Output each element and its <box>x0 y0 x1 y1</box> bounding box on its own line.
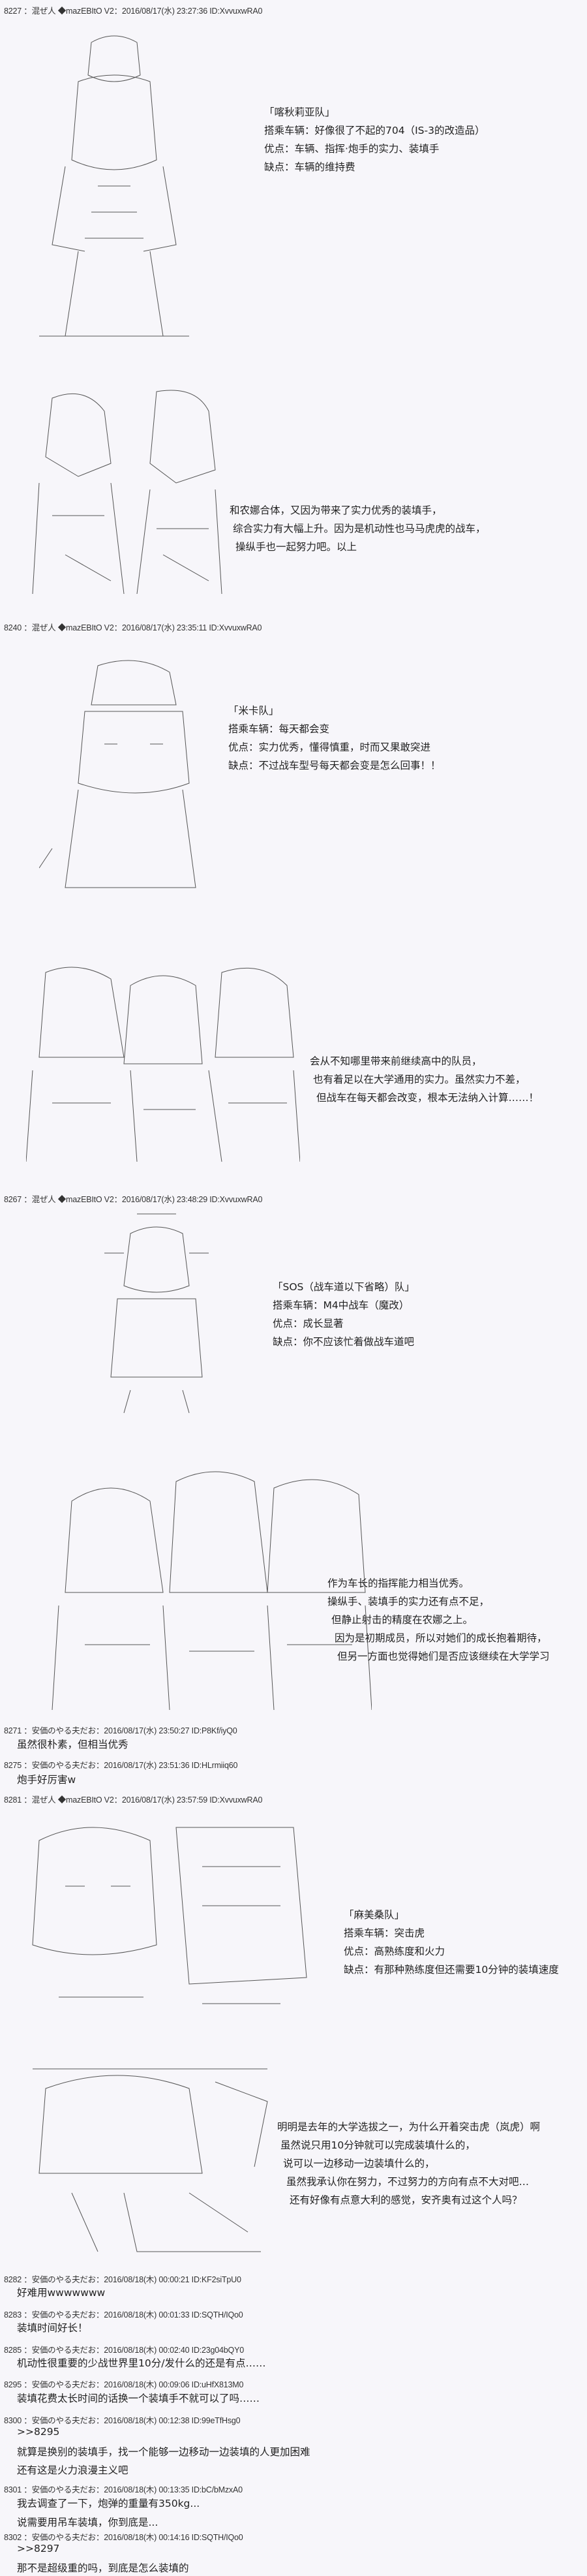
commentary-line: 但静止射击的精度在农娜之上。 <box>331 1614 474 1626</box>
ascii-art-mami-team <box>20 1814 320 2023</box>
commentary-line: 说可以一边移动一边装填什么的， <box>283 2158 435 2169</box>
reply-body: 就算是换别的装填手，找一个能够一边移动一边装填的人更加困难 <box>17 2446 310 2458</box>
team-vehicle: 搭乘车辆：突击虎 <box>344 1927 425 1939</box>
post-header: 8285 ：安価のやる夫だお：2016/08/18(木) 00:02:40 ID… <box>4 2346 244 2355</box>
commentary-line: 和农娜合体，又因为带来了实力优秀的装填手， <box>230 504 442 516</box>
commentary-line: 但另一方面也觉得她们是否应该继续在大学学习 <box>337 1651 550 1662</box>
team-name: 「SOS（战车道以下省略）队」 <box>273 1281 415 1293</box>
commentary-line: 明明是去年的大学选拔之一，为什么开着突击虎（岚虎）啊 <box>277 2121 541 2133</box>
post-header: 8240 ：混ぜ人 ◆mazEBItO V2：2016/08/17(水) 23:… <box>4 623 262 632</box>
post-header: 8282 ：安価のやる夫だお：2016/08/18(木) 00:00:21 ID… <box>4 2275 241 2284</box>
commentary-line: 也有着足以在大学通用的实力。虽然实力不差， <box>313 1074 526 1085</box>
team-pros: 优点：车辆、指挥·炮手的实力、装填手 <box>264 143 440 155</box>
team-vehicle: 搭乘车辆：M4中战车（魔改） <box>273 1299 410 1311</box>
ascii-art-figures <box>26 385 228 600</box>
ascii-art-sos-team <box>91 1207 222 1416</box>
post-header: 8301 ：安価のやる夫だお：2016/08/18(木) 00:13:35 ID… <box>4 2485 243 2494</box>
reply-body: 机动性很重要的少战世界里10分/发什么的还是有点…… <box>17 2357 266 2369</box>
commentary-line: 操纵手、装填手的实力还有点不足， <box>327 1596 490 1607</box>
ascii-art-figure <box>20 2062 280 2258</box>
commentary: 明明是去年的大学选拔之一，为什么开着突击虎（岚虎）啊 虽然说只用10分钟就可以完… <box>277 2118 540 2209</box>
reply-body: 我去调查了一下，炮弹的重量有350kg... <box>17 2498 200 2509</box>
ascii-art-figures <box>46 1462 372 1716</box>
post-header: 8271 ：安価のやる夫だお：2016/08/17(水) 23:50:27 ID… <box>4 1726 237 1735</box>
commentary-line: 综合实力有大幅上升。因为是机动性也马马虎虎的战车， <box>233 523 486 535</box>
commentary-line: 因为是初期成员，所以对她们的成长抱着期待， <box>335 1632 547 1644</box>
team-name: 「麻美桑队」 <box>344 1909 405 1921</box>
team-pros: 优点：高熟练度和火力 <box>344 1946 445 1957</box>
commentary-line: 操纵手也一起努力吧。以上 <box>235 541 357 553</box>
ascii-art-mika-team <box>38 653 215 914</box>
commentary: 会从不知哪里带来前继续高中的队员， 也有着足以在大学通用的实力。虽然实力不差， … <box>310 1052 539 1107</box>
post-header: 8302 ：安価のやる夫だお：2016/08/18(木) 00:14:16 ID… <box>4 2533 243 2542</box>
team-name: 「喀秋莉亚队」 <box>264 106 335 118</box>
commentary-line: 虽然说只用10分钟就可以完成装填什么的， <box>280 2139 475 2151</box>
team-pros: 优点：成长显著 <box>273 1318 344 1329</box>
commentary-line: 会从不知哪里带来前继续高中的队员， <box>310 1055 482 1067</box>
team-cons: 缺点：有那种熟练度但还需要10分钟的装填速度 <box>344 1964 559 1976</box>
post-header: 8227 ：混ぜ人 ◆mazEBItO V2：2016/08/17(水) 23:… <box>4 7 263 16</box>
team-cons: 缺点：你不应该忙着做战车道吧 <box>273 1336 415 1348</box>
reply-body: 装填时间好长！ <box>17 2322 88 2334</box>
reply-body: 炮手好厉害w <box>17 1774 76 1786</box>
post-header: 8283 ：安価のやる夫だお：2016/08/18(木) 00:01:33 ID… <box>4 2310 243 2320</box>
reply-body: 说需要用吊车装填，你到底是... <box>17 2517 158 2528</box>
reply-anchor-link[interactable]: >>8295 <box>17 2426 60 2438</box>
commentary-line: 作为车长的指挥能力相当优秀。 <box>327 1577 470 1589</box>
post-header: 8295 ：安価のやる夫だお：2016/08/18(木) 00:09:06 ID… <box>4 2380 244 2389</box>
team-card: 「喀秋莉亚队」 搭乘车辆：好像很了不起的704（IS-3的改造品） 优点：车辆、… <box>264 103 485 176</box>
team-card: 「SOS（战车道以下省略）队」 搭乘车辆：M4中战车（魔改） 优点：成长显著 缺… <box>273 1278 415 1351</box>
team-pros: 优点：实力优秀，懂得慎重，时而又果敢突进 <box>228 741 431 753</box>
reply-body: 还有这是火力浪漫主义吧 <box>17 2464 128 2476</box>
reply-anchor-link[interactable]: >>8297 <box>17 2543 60 2554</box>
commentary-line: 虽然我承认你在努力，不过努力的方向有点不大对吧… <box>286 2176 530 2188</box>
team-card: 「麻美桑队」 搭乘车辆：突击虎 优点：高熟练度和火力 缺点：有那种熟练度但还需要… <box>344 1906 559 1979</box>
post-header: 8267 ：混ぜ人 ◆mazEBItO V2：2016/08/17(水) 23:… <box>4 1195 263 1204</box>
post-header: 8275 ：安価のやる夫だお：2016/08/17(水) 23:51:36 ID… <box>4 1761 238 1770</box>
reply-body: 装填花费太长时间的话换一个装填手不就可以了吗…… <box>17 2393 260 2404</box>
reply-body: 好难用wwwwwww <box>17 2287 106 2299</box>
team-vehicle: 搭乘车辆：好像很了不起的704（IS-3的改造品） <box>264 125 485 136</box>
reply-body: 那不是超级重的吗，到底是怎么装填的 <box>17 2562 189 2574</box>
team-name: 「米卡队」 <box>228 705 279 717</box>
commentary: 作为车长的指挥能力相当优秀。 操纵手、装填手的实力还有点不足， 但静止射击的精度… <box>327 1574 550 1666</box>
commentary: 和农娜合体，又因为带来了实力优秀的装填手， 综合实力有大幅上升。因为是机动性也马… <box>230 501 486 556</box>
post-header: 8281 ：混ぜ人 ◆mazEBItO V2：2016/08/17(水) 23:… <box>4 1795 263 1805</box>
reply-body: 虽然很朴素，但相当优秀 <box>17 1739 128 1750</box>
team-cons: 缺点：车辆的维持费 <box>264 161 355 173</box>
team-cons: 缺点：不过战车型号每天都会变是怎么回事！！ <box>228 760 441 771</box>
commentary-line: 但战车在每天都会改变，根本无法纳入计算……！ <box>316 1092 539 1104</box>
post-header: 8300 ：安価のやる夫だお：2016/08/18(木) 00:12:38 ID… <box>4 2416 241 2425</box>
ascii-art-katyusha-team <box>26 29 202 343</box>
team-card: 「米卡队」 搭乘车辆：每天都会变 优点：实力优秀，懂得慎重，时而又果敢突进 缺点… <box>228 702 441 775</box>
team-vehicle: 搭乘车辆：每天都会变 <box>228 723 330 735</box>
commentary-line: 还有好像有点意大利的感觉，安齐奥有过这个人吗？ <box>290 2194 522 2206</box>
ascii-art-figures <box>25 959 301 1168</box>
